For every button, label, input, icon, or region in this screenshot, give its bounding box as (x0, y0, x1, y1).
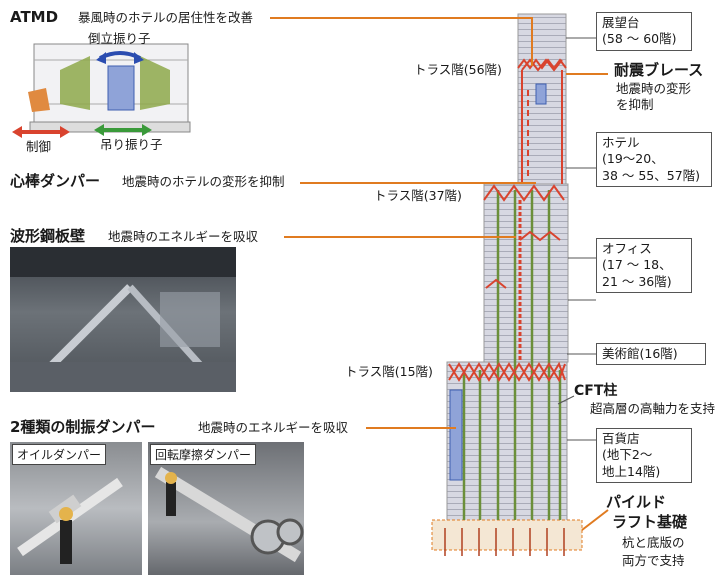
office-box: オフィス (17 ～ 18、 21 ～ 36階) (596, 238, 692, 293)
atmd-schematic (28, 43, 191, 133)
truss-56 (517, 58, 567, 70)
truss-37-label: トラス階(37階) (374, 188, 462, 203)
hotel-box: ホテル (19～20、 38 ～ 55、57階) (596, 132, 712, 187)
brace-title: 耐震ブレース (614, 61, 704, 79)
corrugated-wall-photo (10, 247, 236, 392)
truss-56-label: トラス階(56階) (414, 62, 502, 77)
truss-15-a (448, 362, 566, 383)
dept-box: 百貨店 (地下2～ 地上14階) (596, 428, 692, 483)
office-line2: (17 ～ 18、 (602, 257, 672, 273)
atmd-title: ATMD (10, 8, 59, 26)
tower-mid (483, 183, 569, 363)
office-line1: オフィス (602, 241, 652, 256)
dampers2-desc: 地震時のエネルギーを吸収 (198, 420, 349, 435)
truss-15-b (448, 361, 566, 382)
museum-box: 美術館(16階) (596, 343, 706, 366)
cft-desc: 超高層の高軸力を支持 (590, 401, 716, 416)
truss-37 (483, 184, 565, 202)
corrugated-title: 波形鋼板壁 (10, 227, 86, 245)
atmd-hanging-label: 吊り振り子 (100, 137, 163, 152)
raft-line2: ラフト基礎 (612, 513, 688, 531)
tower-lower (446, 361, 568, 523)
dampers2-title: 2種類の制振ダンパー (10, 418, 156, 436)
museum-label: 美術館(16階) (602, 346, 678, 361)
dept-line1: 百貨店 (602, 431, 640, 446)
friction-damper-label: 回転摩擦ダンパー (150, 444, 257, 465)
atmd-inverted-label: 倒立振り子 (88, 31, 151, 46)
hotel-line3: 38 ～ 55、57階) (602, 167, 701, 183)
observatory-line2: (58 ～ 60階) (602, 31, 677, 47)
dept-line3: 地上14階) (602, 463, 661, 479)
brace-line2: を抑制 (616, 97, 654, 112)
raft-line4: 両方で支持 (622, 553, 685, 568)
atmd-control-label: 制御 (26, 139, 52, 154)
raft-line3: 杭と底版の (622, 535, 685, 550)
truss-15-label: トラス階(15階) (345, 364, 433, 379)
core-damper (535, 83, 547, 105)
observatory-line1: 展望台 (602, 15, 640, 30)
observatory-box: 展望台 (58 ～ 60階) (596, 12, 692, 51)
atmd-desc: 暴風時のホテルの居住性を改善 (78, 10, 254, 25)
oil-damper-column (449, 389, 463, 481)
raft-line1: パイルド (606, 493, 667, 511)
brace-line1: 地震時の変形 (616, 81, 692, 96)
cft-title: CFT柱 (574, 383, 618, 399)
oil-damper-label: オイルダンパー (12, 444, 107, 465)
shinbashira-desc: 地震時のホテルの変形を抑制 (122, 174, 285, 189)
corrugated-desc: 地震時のエネルギーを吸収 (108, 229, 259, 244)
shinbashira-title: 心棒ダンパー (10, 172, 101, 190)
office-line3: 21 ～ 36階) (602, 273, 672, 289)
hotel-line1: ホテル (602, 135, 640, 150)
raft-foundation (431, 519, 583, 551)
hotel-line2: (19～20、 (602, 151, 664, 167)
dept-line2: (地下2～ (602, 447, 653, 463)
